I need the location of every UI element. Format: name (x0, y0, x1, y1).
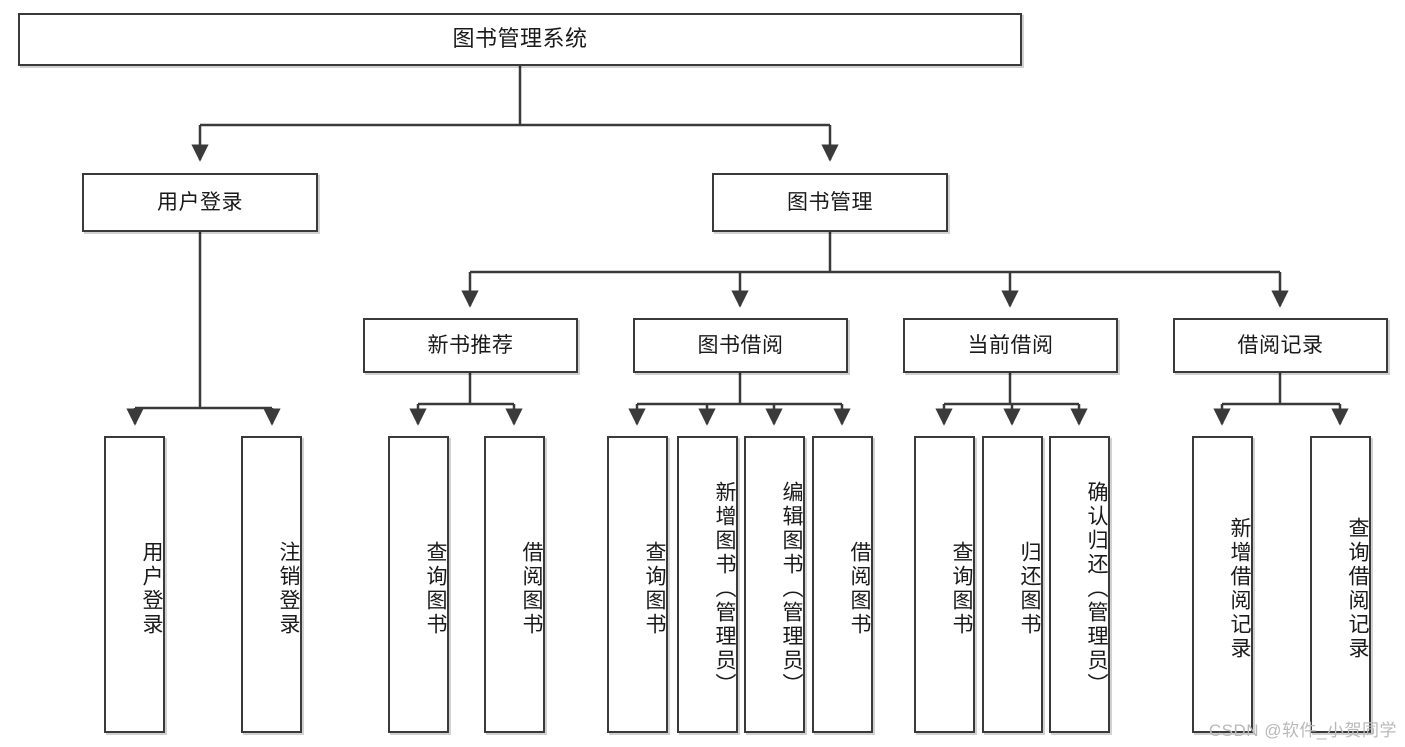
node-borrow-record[interactable]: 借阅记录 (1173, 318, 1388, 373)
node-user-login-label: 用户登录 (157, 190, 243, 214)
node-user-login[interactable]: 用户登录 (82, 173, 318, 232)
node-leaf-add-borrow-record[interactable]: 新增借阅记录 (1192, 436, 1253, 733)
node-leaf-borrow-book-rec[interactable]: 借阅图书 (484, 436, 545, 733)
node-leaf-query-book-rec[interactable]: 查询图书 (388, 436, 449, 733)
node-leaf-user-login[interactable]: 用户登录 (104, 436, 165, 733)
node-current-borrow-label: 当前借阅 (967, 333, 1054, 357)
node-leaf-query-book-borrow[interactable]: 查询图书 (607, 436, 668, 733)
node-leaf-query-book-cur[interactable]: 查询图书 (914, 436, 975, 733)
node-leaf-return-book[interactable]: 归还图书 (982, 436, 1043, 733)
node-leaf-user-logout[interactable]: 注销登录 (241, 436, 302, 733)
node-borrow-record-label: 借阅记录 (1237, 333, 1324, 357)
node-leaf-user-logout-label: 注销登录 (277, 540, 300, 637)
node-leaf-confirm-return-admin[interactable]: 确认归还（管理员） (1049, 436, 1110, 733)
node-leaf-query-book-cur-label: 查询图书 (950, 540, 973, 637)
node-leaf-query-book-borrow-label: 查询图书 (643, 540, 666, 637)
node-leaf-user-login-label: 用户登录 (140, 540, 163, 637)
node-leaf-return-book-label: 归还图书 (1018, 540, 1041, 637)
node-leaf-borrow-book-label: 借阅图书 (848, 540, 871, 637)
node-leaf-add-book-admin-label: 新增图书（管理员） (713, 480, 736, 697)
node-book-borrow[interactable]: 图书借阅 (633, 318, 848, 373)
node-leaf-query-book-rec-label: 查询图书 (424, 540, 447, 637)
node-leaf-edit-book-admin-label: 编辑图书（管理员） (780, 480, 803, 697)
node-new-book-recommend-label: 新书推荐 (427, 333, 514, 357)
node-leaf-edit-book-admin[interactable]: 编辑图书（管理员） (744, 436, 805, 733)
node-current-borrow[interactable]: 当前借阅 (903, 318, 1118, 373)
node-leaf-add-borrow-record-label: 新增借阅记录 (1228, 516, 1251, 661)
node-book-manage-label: 图书管理 (787, 190, 873, 214)
node-book-manage[interactable]: 图书管理 (712, 173, 948, 232)
node-leaf-query-borrow-record[interactable]: 查询借阅记录 (1310, 436, 1371, 733)
node-leaf-confirm-return-admin-label: 确认归还（管理员） (1085, 480, 1108, 697)
node-leaf-add-book-admin[interactable]: 新增图书（管理员） (677, 436, 738, 733)
watermark-text: CSDN @软件_小贺同学 (1208, 721, 1397, 740)
node-new-book-recommend[interactable]: 新书推荐 (363, 318, 578, 373)
node-root-system[interactable]: 图书管理系统 (18, 13, 1022, 66)
node-book-borrow-label: 图书借阅 (697, 333, 784, 357)
node-leaf-query-borrow-record-label: 查询借阅记录 (1346, 516, 1369, 661)
node-root-system-label: 图书管理系统 (452, 26, 588, 52)
node-leaf-borrow-book[interactable]: 借阅图书 (812, 436, 873, 733)
node-leaf-borrow-book-rec-label: 借阅图书 (520, 540, 543, 637)
